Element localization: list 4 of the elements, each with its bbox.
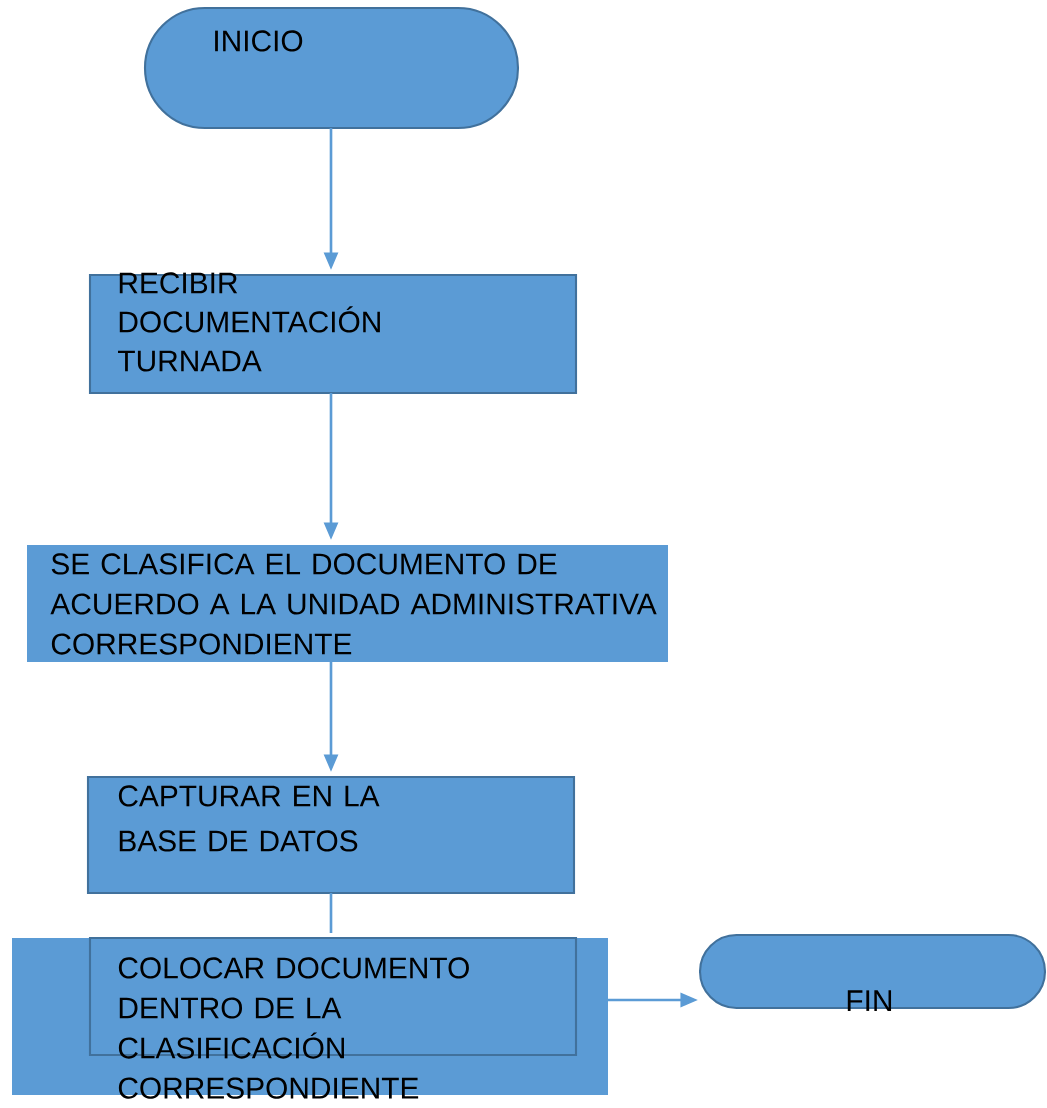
process-box: COLOCAR DOCUMENTO DENTRO DE LA CLASIFICACIÓN CORRESPONDIENTE (12, 936, 608, 1099)
process-box: CAPTURAR EN LA BASE DE DATOS (86, 775, 576, 895)
process-box: RECIBIR DOCUMENTACIÓN TURNADA (88, 272, 578, 395)
process-box: SE CLASIFICA EL DOCUMENTO DE ACUERDO A LA UNIDAD ADMINISTRATIVA CORRESPONDIENTE (27, 545, 668, 662)
